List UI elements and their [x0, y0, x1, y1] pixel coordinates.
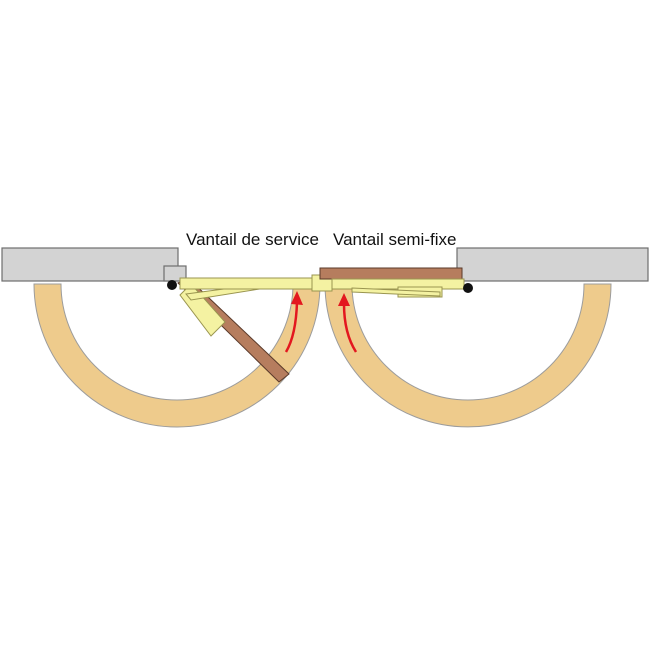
curved-arrow-head-icon — [291, 291, 303, 305]
curved-arrow-icon — [284, 301, 299, 353]
semi-fixed-leaf-swing-arc — [324, 283, 612, 428]
curved-arrow-head-icon — [338, 293, 350, 306]
pivot-dot-icon — [167, 280, 177, 290]
pivot-dot-icon — [463, 283, 473, 293]
label-service-leaf: Vantail de service — [186, 230, 319, 249]
left-wall — [1, 247, 179, 282]
curved-arrow-icon — [342, 303, 358, 353]
service-leaf-swing-arc — [33, 283, 321, 428]
label-semi-fixed-leaf: Vantail semi-fixe — [333, 230, 456, 249]
semi-fixed-leaf-door — [319, 267, 463, 280]
service-leaf-closed-track — [179, 277, 318, 290]
semi-fixed-leaf-closer-linkage — [351, 287, 441, 297]
right-wall — [456, 247, 649, 282]
